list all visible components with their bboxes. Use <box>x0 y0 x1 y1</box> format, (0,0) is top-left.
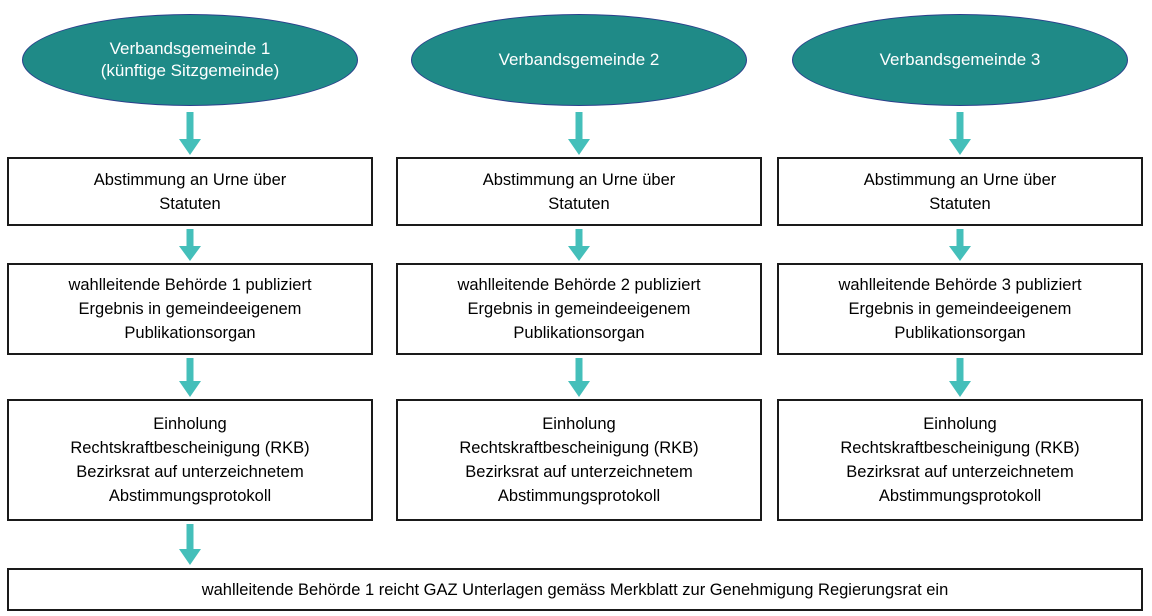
process-box-label: Abstimmung an Urne über Statuten <box>93 170 287 213</box>
process-box-behoerde-publiziert[interactable]: wahlleitende Behörde 1 publiziert Ergebn… <box>7 263 373 355</box>
process-box-rkb-einholung[interactable]: Einholung Rechtskraftbescheinigung (RKB)… <box>7 399 373 521</box>
start-node-verbandsgemeinde-1[interactable]: Verbandsgemeinde 1 (künftige Sitzgemeind… <box>22 14 358 106</box>
process-box-rkb-einholung[interactable]: Einholung Rechtskraftbescheinigung (RKB)… <box>777 399 1143 521</box>
process-box-label: Einholung Rechtskraftbescheinigung (RKB)… <box>459 415 699 505</box>
footer-box-genehmigung-regierungsrat[interactable]: wahlleitende Behörde 1 reicht GAZ Unterl… <box>7 568 1143 611</box>
process-box-abstimmung-urne[interactable]: Abstimmung an Urne über Statuten <box>396 157 762 226</box>
process-box-behoerde-publiziert[interactable]: wahlleitende Behörde 2 publiziert Ergebn… <box>396 263 762 355</box>
flow-column-3: Verbandsgemeinde 3 Abstimmung an Urne üb… <box>777 0 1143 545</box>
flow-column-2: Verbandsgemeinde 2 Abstimmung an Urne üb… <box>396 0 762 545</box>
process-box-label: Einholung Rechtskraftbescheinigung (RKB)… <box>840 415 1080 505</box>
start-node-label: Verbandsgemeinde 3 <box>879 50 1041 69</box>
arrow-down-icon <box>177 358 203 398</box>
process-box-abstimmung-urne[interactable]: Abstimmung an Urne über Statuten <box>7 157 373 226</box>
arrow-down-icon <box>947 229 973 262</box>
arrow-down-icon <box>566 358 592 398</box>
arrow-down-icon <box>177 112 203 156</box>
start-node-verbandsgemeinde-2[interactable]: Verbandsgemeinde 2 <box>411 14 747 106</box>
arrow-down-icon <box>947 358 973 398</box>
start-node-label: Verbandsgemeinde 1 (künftige Sitzgemeind… <box>100 39 280 80</box>
arrow-down-icon <box>177 524 203 566</box>
process-box-label: wahlleitende Behörde 3 publiziert Ergebn… <box>838 276 1082 342</box>
process-box-label: wahlleitende Behörde 1 publiziert Ergebn… <box>68 276 312 342</box>
start-node-label: Verbandsgemeinde 2 <box>498 50 660 69</box>
start-node-verbandsgemeinde-3[interactable]: Verbandsgemeinde 3 <box>792 14 1128 106</box>
process-box-abstimmung-urne[interactable]: Abstimmung an Urne über Statuten <box>777 157 1143 226</box>
arrow-down-icon <box>177 229 203 262</box>
process-box-behoerde-publiziert[interactable]: wahlleitende Behörde 3 publiziert Ergebn… <box>777 263 1143 355</box>
arrow-down-icon <box>566 229 592 262</box>
process-box-rkb-einholung[interactable]: Einholung Rechtskraftbescheinigung (RKB)… <box>396 399 762 521</box>
footer-box-label: wahlleitende Behörde 1 reicht GAZ Unterl… <box>201 580 949 599</box>
flow-column-1: Verbandsgemeinde 1 (künftige Sitzgemeind… <box>7 0 373 565</box>
arrow-down-icon <box>947 112 973 156</box>
process-box-label: Abstimmung an Urne über Statuten <box>863 170 1057 213</box>
process-box-label: Abstimmung an Urne über Statuten <box>482 170 676 213</box>
arrow-down-icon <box>566 112 592 156</box>
process-box-label: wahlleitende Behörde 2 publiziert Ergebn… <box>457 276 701 342</box>
process-box-label: Einholung Rechtskraftbescheinigung (RKB)… <box>70 415 310 505</box>
